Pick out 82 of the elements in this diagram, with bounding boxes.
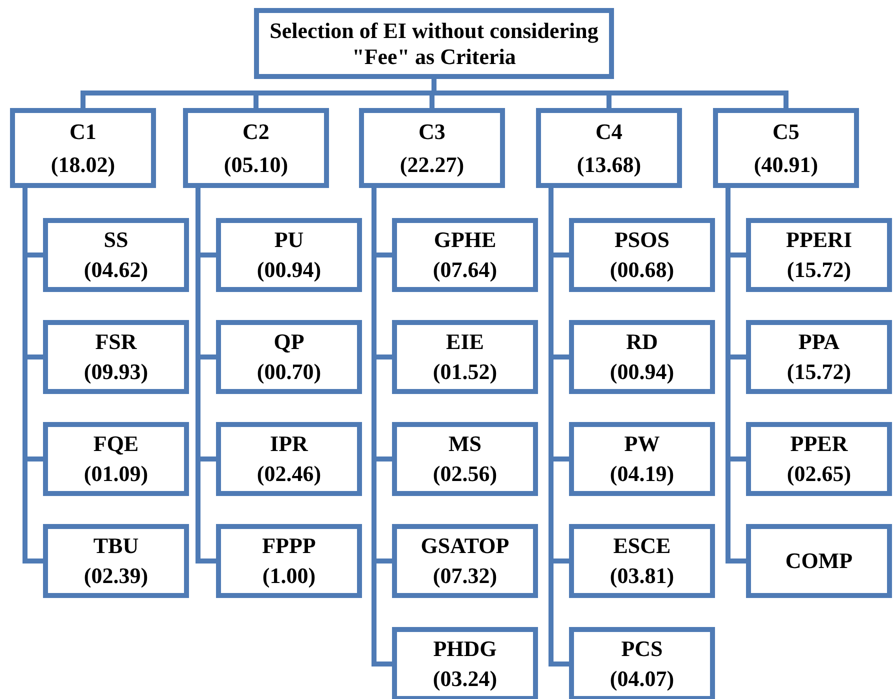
- weight-value: (04.19): [610, 461, 674, 487]
- box-label: FSR: [95, 329, 137, 355]
- sub-criterion-box: [569, 627, 715, 699]
- weight-value: (18.02): [50, 152, 116, 178]
- weight-value: (04.62): [84, 257, 148, 283]
- weight-value: (02.46): [256, 461, 322, 487]
- criterion-box: [183, 108, 329, 188]
- box-label: PPERI: [786, 227, 852, 253]
- box-label: PW: [624, 431, 660, 457]
- weight-value: (02.39): [84, 563, 148, 589]
- box-label: C2: [242, 118, 270, 144]
- sub-criterion-box: [216, 524, 362, 598]
- box-label: IPR: [270, 431, 308, 457]
- sub-criterion-box: [43, 218, 189, 292]
- sub-criterion-box: [43, 320, 189, 394]
- box-label: ESCE: [613, 533, 671, 559]
- sub-criterion-box: [746, 320, 892, 394]
- weight-value: (13.68): [576, 152, 642, 178]
- box-label: C3: [418, 118, 446, 144]
- box-label: PU: [274, 227, 304, 253]
- box-label: C4: [596, 118, 622, 144]
- criterion-box: [713, 108, 859, 188]
- sub-criterion-box: [43, 422, 189, 496]
- box-label: C1: [70, 118, 96, 144]
- weight-value: (02.65): [786, 461, 852, 487]
- box-label: RD: [626, 329, 658, 355]
- weight-value: (1.00): [262, 563, 316, 589]
- sub-criterion-box: [569, 218, 715, 292]
- weight-value: (01.52): [432, 359, 498, 385]
- box-label: GPHE: [434, 227, 496, 253]
- criterion-box: [359, 108, 505, 188]
- box-label: C5: [772, 118, 800, 144]
- box-label: MS: [448, 431, 482, 457]
- box-label: QP: [274, 329, 304, 355]
- sub-criterion-box: [216, 422, 362, 496]
- weight-value: (07.32): [432, 563, 498, 589]
- box-label: EIE: [446, 329, 484, 355]
- sub-criterion-box: [569, 320, 715, 394]
- box-label: PHDG: [433, 636, 497, 662]
- weight-value: (03.24): [432, 666, 498, 692]
- weight-value: (00.70): [256, 359, 322, 385]
- sub-criterion-box: [392, 320, 538, 394]
- box-label: PPA: [798, 329, 840, 355]
- sub-criterion-box: [392, 524, 538, 598]
- weight-value: (00.68): [610, 257, 674, 283]
- weight-value: (02.56): [432, 461, 498, 487]
- sub-criterion-box: [569, 524, 715, 598]
- weight-value: (40.91): [754, 152, 818, 178]
- box-label: PSOS: [614, 227, 670, 253]
- box-label: GSATOP: [420, 533, 510, 559]
- sub-criterion-box: [392, 627, 538, 699]
- weight-value: (15.72): [786, 257, 852, 283]
- weight-value: (00.94): [610, 359, 674, 385]
- sub-criterion-box: [746, 524, 892, 598]
- sub-criterion-box: [216, 320, 362, 394]
- sub-criterion-box: [746, 422, 892, 496]
- box-label: PCS: [621, 636, 663, 662]
- weight-value: (05.10): [224, 152, 288, 178]
- weight-value: (07.64): [432, 257, 498, 283]
- box-label: FPPP: [262, 533, 316, 559]
- box-label: SS: [104, 227, 128, 253]
- box-label: FQE: [93, 431, 139, 457]
- sub-criterion-box: [392, 422, 538, 496]
- weight-value: (04.07): [610, 666, 674, 692]
- weight-value: (22.27): [400, 152, 464, 178]
- sub-criterion-box: [43, 524, 189, 598]
- box-label: COMP: [785, 548, 853, 574]
- weight-value: (15.72): [786, 359, 852, 385]
- sub-criterion-box: [216, 218, 362, 292]
- weight-value: (00.94): [256, 257, 322, 283]
- criterion-box: [10, 108, 156, 188]
- weight-value: (09.93): [84, 359, 148, 385]
- box-label: TBU: [93, 533, 139, 559]
- criterion-box: [536, 108, 682, 188]
- box-label: Selection of EI without considering "Fee" as Criteria: [268, 18, 600, 69]
- sub-criterion-box: [746, 218, 892, 292]
- sub-criterion-box: [569, 422, 715, 496]
- weight-value: (03.81): [610, 563, 674, 589]
- goal-box: [254, 8, 614, 79]
- weight-value: (01.09): [84, 461, 148, 487]
- sub-criterion-box: [392, 218, 538, 292]
- box-label: PPER: [790, 431, 848, 457]
